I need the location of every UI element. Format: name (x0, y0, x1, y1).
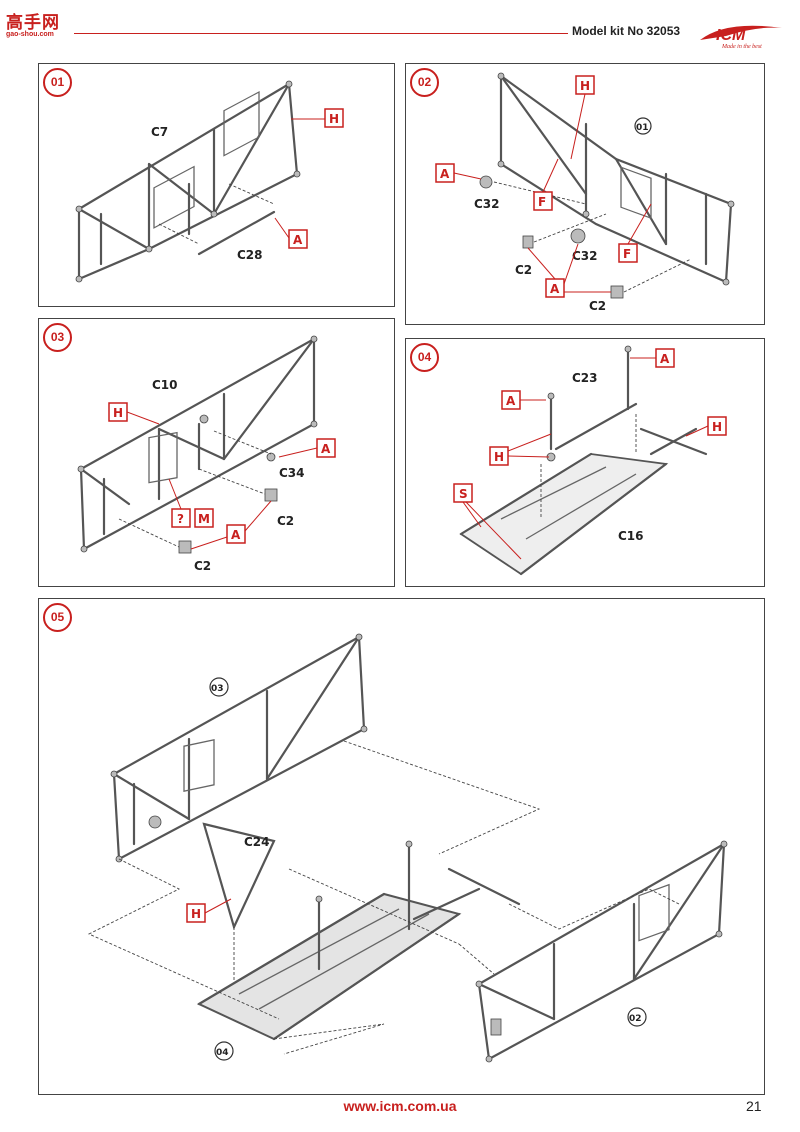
step-01-panel: 01 C7 C28 H A (38, 63, 395, 307)
step-number: 01 (43, 68, 72, 97)
step-01-diagram: C7 C28 H A (75, 80, 344, 283)
step-number: 02 (410, 68, 439, 97)
step-04-diagram: C23 C16 A A H H S (453, 345, 727, 576)
header-rule (74, 33, 568, 34)
tag-label: ? (177, 512, 184, 526)
tag-label: S (459, 487, 468, 501)
part-label: C7 (151, 125, 168, 139)
part-label: C2 (194, 559, 211, 573)
step-03-panel: 03 C10 C34 C2 C2 H A ? M A (38, 318, 395, 587)
tag-label: A (231, 528, 241, 542)
step-reference: 03 (211, 684, 224, 694)
tag-label: A (321, 442, 331, 456)
step-reference: 02 (629, 1014, 642, 1024)
step-05-panel: 05 (38, 598, 765, 1095)
tag-label: H (329, 112, 339, 126)
step-number: 04 (410, 343, 439, 372)
tag-label: A (440, 167, 450, 181)
part-label: C16 (618, 529, 644, 543)
tag-label: A (660, 352, 670, 366)
site-logo-url: gao-shou.com (6, 31, 54, 38)
step-02-panel: 02 01 C32 C32 C2 C2 H A F F (405, 63, 765, 325)
tag-label: A (506, 394, 516, 408)
step-reference: 04 (216, 1048, 229, 1058)
tag-label: A (550, 282, 560, 296)
part-label: C2 (277, 514, 294, 528)
part-label: C2 (515, 263, 532, 277)
part-label: C34 (279, 466, 305, 480)
part-label: C24 (244, 835, 270, 849)
footer-url[interactable]: www.icm.com.ua (343, 1098, 457, 1114)
tag-label: F (538, 195, 546, 209)
part-label: C28 (237, 248, 263, 262)
tag-label: H (712, 420, 722, 434)
page-title: Model kit No 32053 (572, 24, 681, 38)
site-logo: 高手网 gao-shou.com (6, 8, 72, 38)
part-label: C2 (589, 299, 606, 313)
tag-label: F (623, 247, 631, 261)
brand-tagline: Made in the best (721, 44, 762, 50)
part-label: C23 (572, 371, 598, 385)
icm-logo: ICM Made in the best (700, 25, 782, 50)
brand-name: ICM (716, 27, 746, 44)
tag-label: M (198, 512, 210, 526)
tag-label: H (113, 406, 123, 420)
step-number: 03 (43, 323, 72, 352)
page-number: 21 (746, 1098, 762, 1114)
step-reference: 01 (636, 123, 649, 133)
step-02-diagram: 01 C32 C32 C2 C2 H A F F A (435, 72, 735, 313)
step-05-diagram: 03 04 02 C24 H (87, 633, 728, 1063)
tag-label: H (494, 450, 504, 464)
part-label: C32 (572, 249, 598, 263)
tag-label: H (580, 79, 590, 93)
tag-label: A (293, 233, 303, 247)
site-logo-text: 高手网 (6, 13, 60, 33)
step-number: 05 (43, 603, 72, 632)
step-03-diagram: C10 C34 C2 C2 H A ? M A (77, 335, 336, 573)
step-04-panel: 04 C23 C16 A A H H S (405, 338, 765, 587)
part-label: C32 (474, 197, 500, 211)
tag-label: H (191, 907, 201, 921)
part-label: C10 (152, 378, 178, 392)
